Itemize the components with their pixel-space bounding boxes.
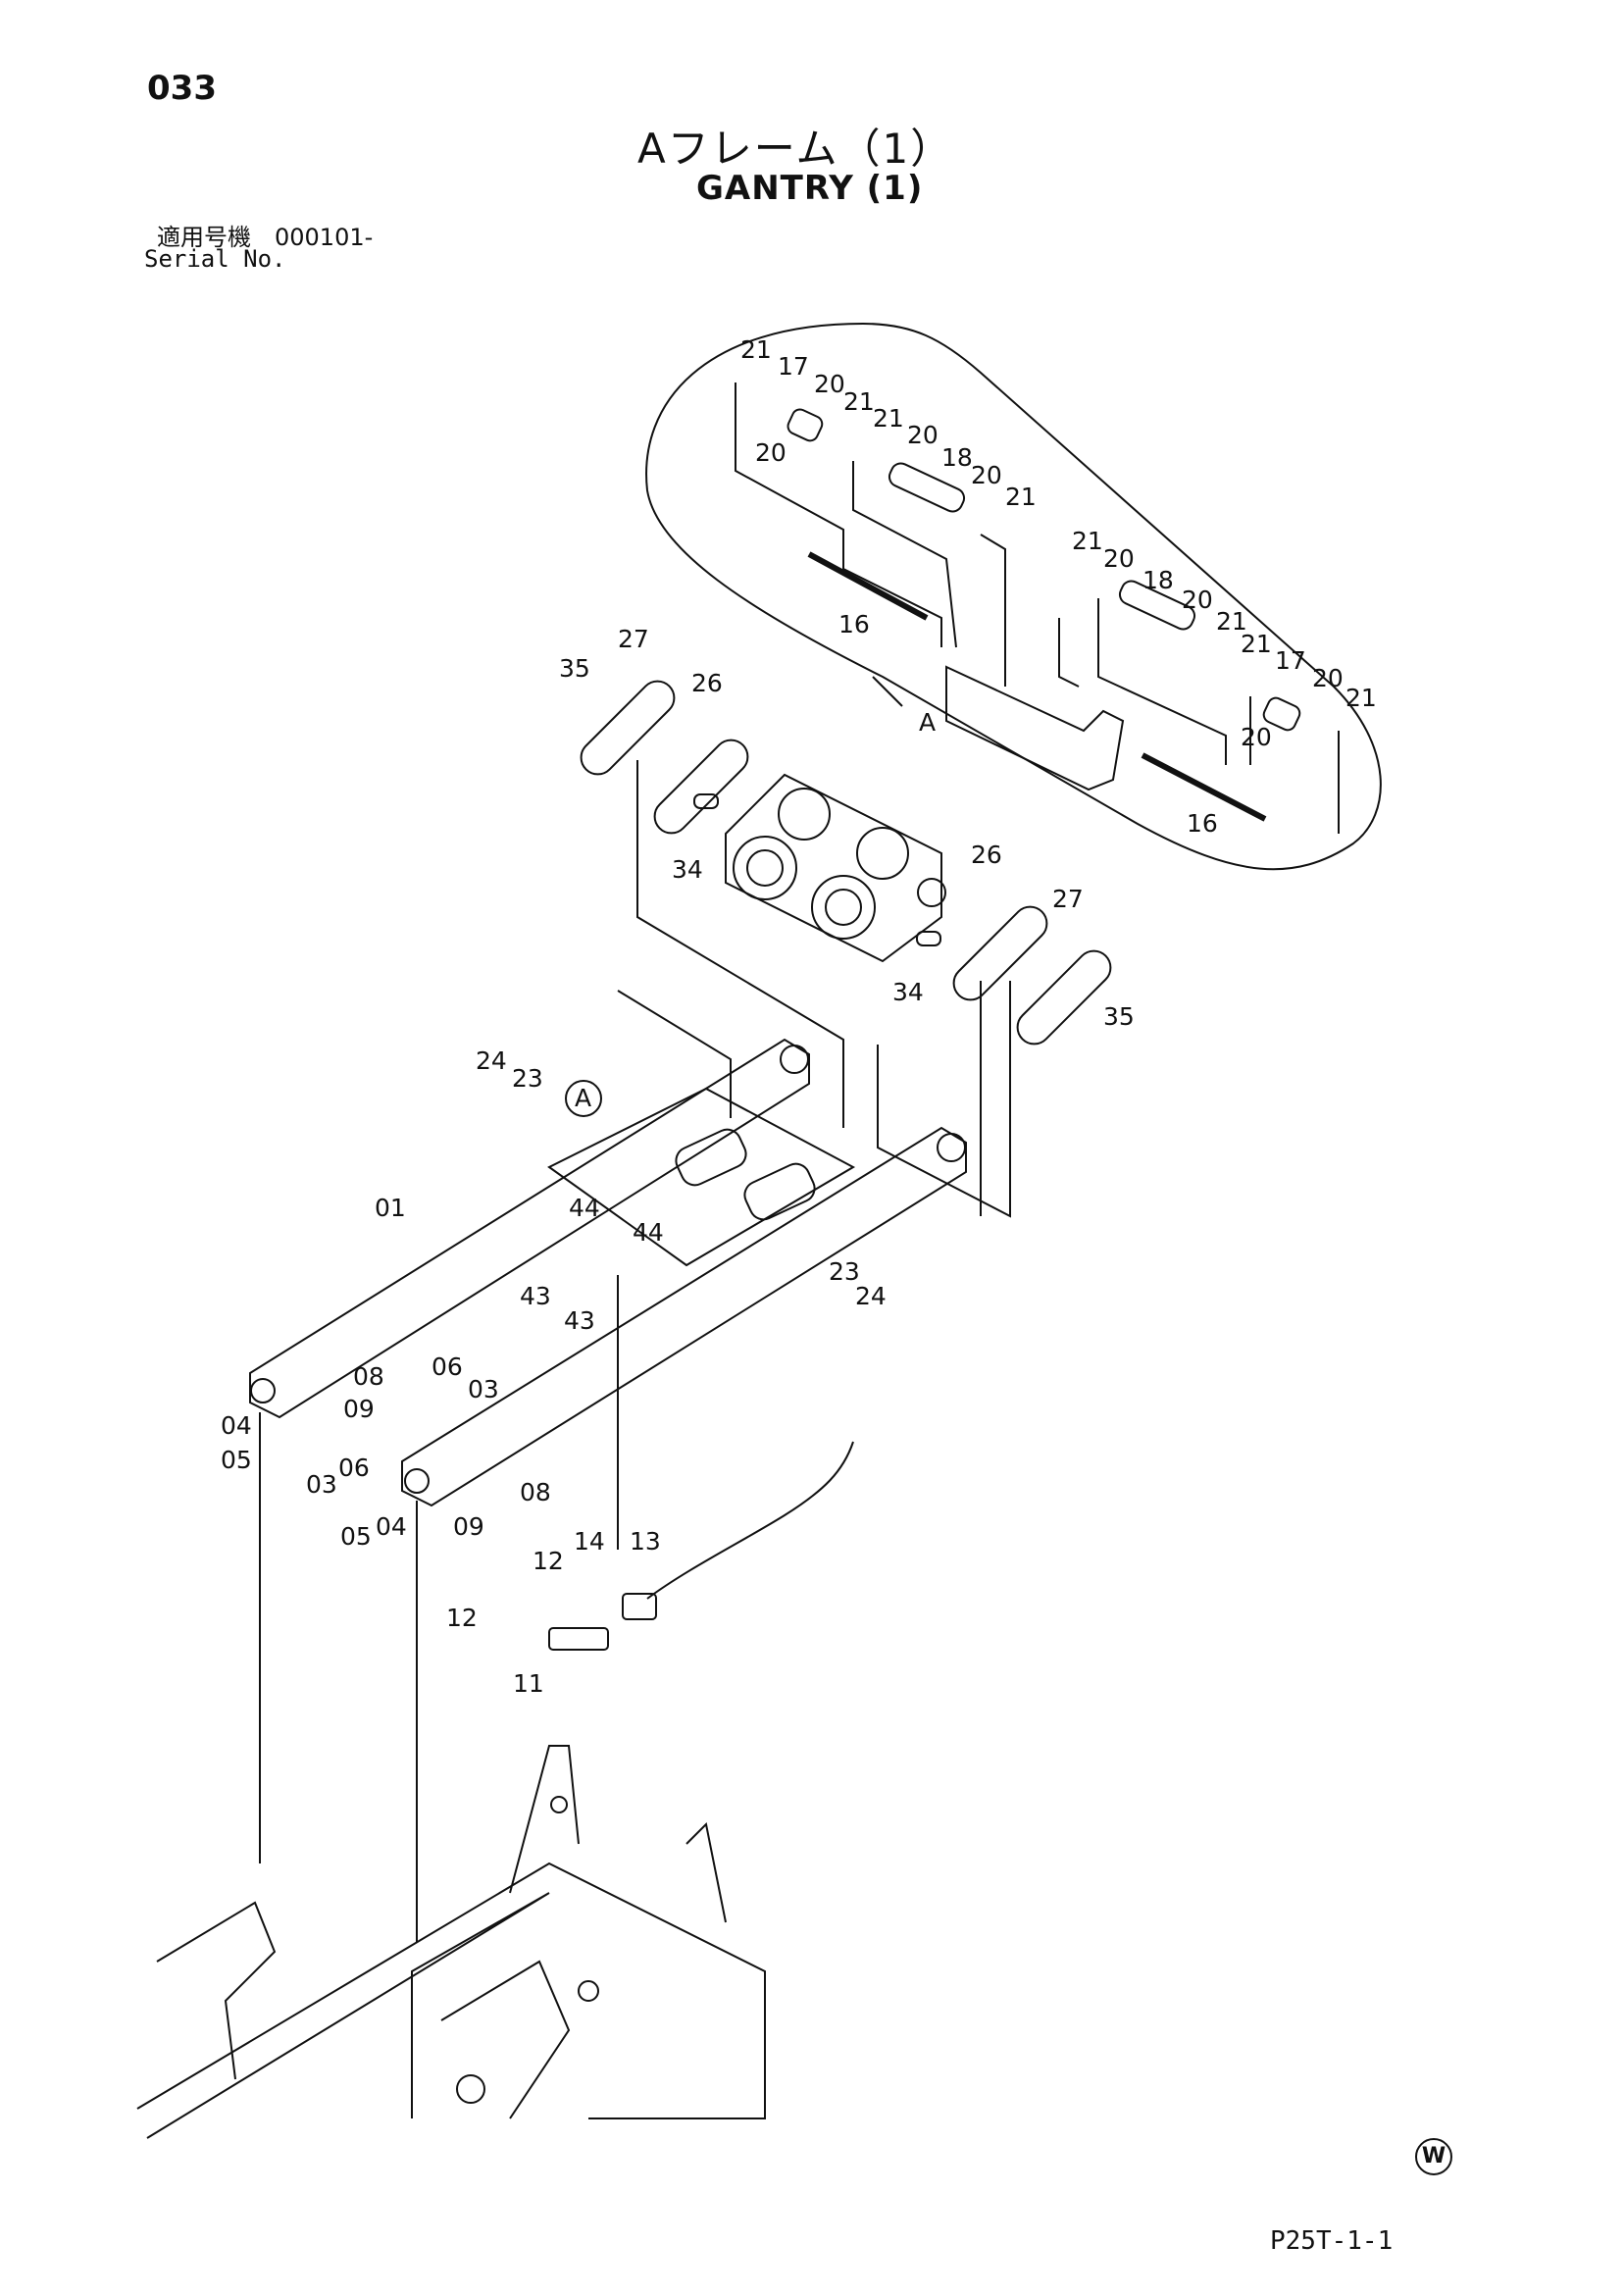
label-20: 20	[1241, 723, 1272, 751]
pin-16-lower	[1141, 752, 1267, 822]
label-24: 24	[855, 1282, 887, 1310]
label-a-circle: A	[575, 1084, 591, 1112]
label-21: 21	[1216, 607, 1247, 636]
label-12: 12	[446, 1604, 478, 1632]
pin-34-right	[916, 931, 941, 946]
label-34: 34	[892, 978, 924, 1006]
bracket-11	[548, 1627, 609, 1651]
label-03: 03	[306, 1470, 337, 1499]
label-16: 16	[838, 610, 870, 638]
page-code: P25T-1-1	[1270, 2226, 1394, 2256]
label-05: 05	[221, 1446, 252, 1474]
gantry-frame-right	[401, 1126, 967, 1507]
page-title-japanese: Aフレーム（1）	[637, 125, 954, 173]
roller-18-upper	[888, 462, 966, 513]
label-20: 20	[907, 421, 939, 449]
label-20: 20	[814, 370, 845, 398]
label-43: 43	[520, 1282, 551, 1310]
sheave-block	[725, 773, 946, 963]
label-23: 23	[829, 1257, 860, 1286]
label-08: 08	[520, 1478, 551, 1506]
pin-34-left	[693, 793, 719, 809]
label-21: 21	[1345, 684, 1377, 712]
label-a-detail: A	[919, 708, 936, 737]
label-43: 43	[564, 1306, 595, 1335]
rope-socket-13	[622, 1593, 657, 1620]
label-27: 27	[618, 625, 649, 653]
link-plate-26-right	[952, 905, 1048, 1001]
gantry-cross-member	[547, 1087, 856, 1267]
label-18: 18	[1142, 566, 1174, 594]
detail-a-circle-marker	[565, 1080, 602, 1117]
label-17: 17	[778, 352, 809, 381]
label-05: 05	[340, 1522, 372, 1551]
label-26: 26	[691, 669, 723, 697]
roller-18-lower	[1118, 580, 1196, 631]
label-20: 20	[1182, 586, 1213, 614]
label-26: 26	[971, 841, 1002, 869]
label-04: 04	[376, 1512, 407, 1541]
part-labels: 21 17 20 21 20 21 20 18 20 21 21 20 18 2…	[221, 335, 1377, 1698]
roller-17-lower	[1262, 696, 1301, 732]
label-13: 13	[630, 1527, 661, 1556]
copyright-circle-mark: W	[1415, 2138, 1452, 2175]
label-35: 35	[559, 654, 590, 683]
label-21: 21	[843, 387, 875, 416]
serial-number-label-english: Serial No.	[144, 245, 286, 273]
gantry-frame-left	[249, 1038, 810, 1419]
label-01: 01	[375, 1194, 406, 1222]
label-03: 03	[468, 1375, 499, 1403]
label-20: 20	[971, 461, 1002, 489]
label-17: 17	[1275, 646, 1306, 675]
page-number: 033	[147, 69, 217, 108]
pin-16-upper	[807, 551, 929, 621]
label-06: 06	[338, 1454, 370, 1482]
label-20: 20	[1103, 544, 1135, 573]
wire-rope	[646, 1441, 854, 1600]
label-21: 21	[1072, 527, 1103, 555]
detail-callout-outline	[645, 322, 1382, 871]
label-44: 44	[633, 1218, 664, 1247]
label-04: 04	[221, 1411, 252, 1440]
label-09: 09	[453, 1512, 484, 1541]
label-14: 14	[574, 1527, 605, 1556]
label-16: 16	[1187, 809, 1218, 838]
link-plate-26-left	[653, 739, 749, 835]
label-09: 09	[343, 1395, 375, 1423]
label-27: 27	[1052, 885, 1084, 913]
label-23: 23	[512, 1064, 543, 1093]
serial-number-label-japanese: 適用号機 000101-	[157, 224, 374, 251]
label-24: 24	[476, 1046, 507, 1075]
roller-17-upper	[787, 408, 824, 442]
label-11: 11	[513, 1669, 544, 1698]
base-frame	[136, 1745, 766, 2139]
label-18: 18	[941, 443, 973, 472]
label-06: 06	[431, 1352, 463, 1381]
label-34: 34	[672, 855, 703, 884]
label-12: 12	[533, 1547, 564, 1575]
label-35: 35	[1103, 1002, 1135, 1031]
label-20: 20	[755, 438, 787, 467]
link-plate-27-left	[580, 680, 676, 776]
label-21: 21	[873, 404, 904, 433]
label-21: 21	[1241, 630, 1272, 658]
label-21: 21	[1005, 483, 1037, 511]
gantry-bracket	[945, 665, 1125, 791]
label-21: 21	[740, 335, 772, 364]
label-44: 44	[569, 1194, 600, 1222]
page-title-english: GANTRY (1)	[696, 169, 924, 208]
label-08: 08	[353, 1362, 384, 1391]
label-20: 20	[1312, 664, 1344, 692]
link-plate-27-right	[1016, 949, 1112, 1046]
